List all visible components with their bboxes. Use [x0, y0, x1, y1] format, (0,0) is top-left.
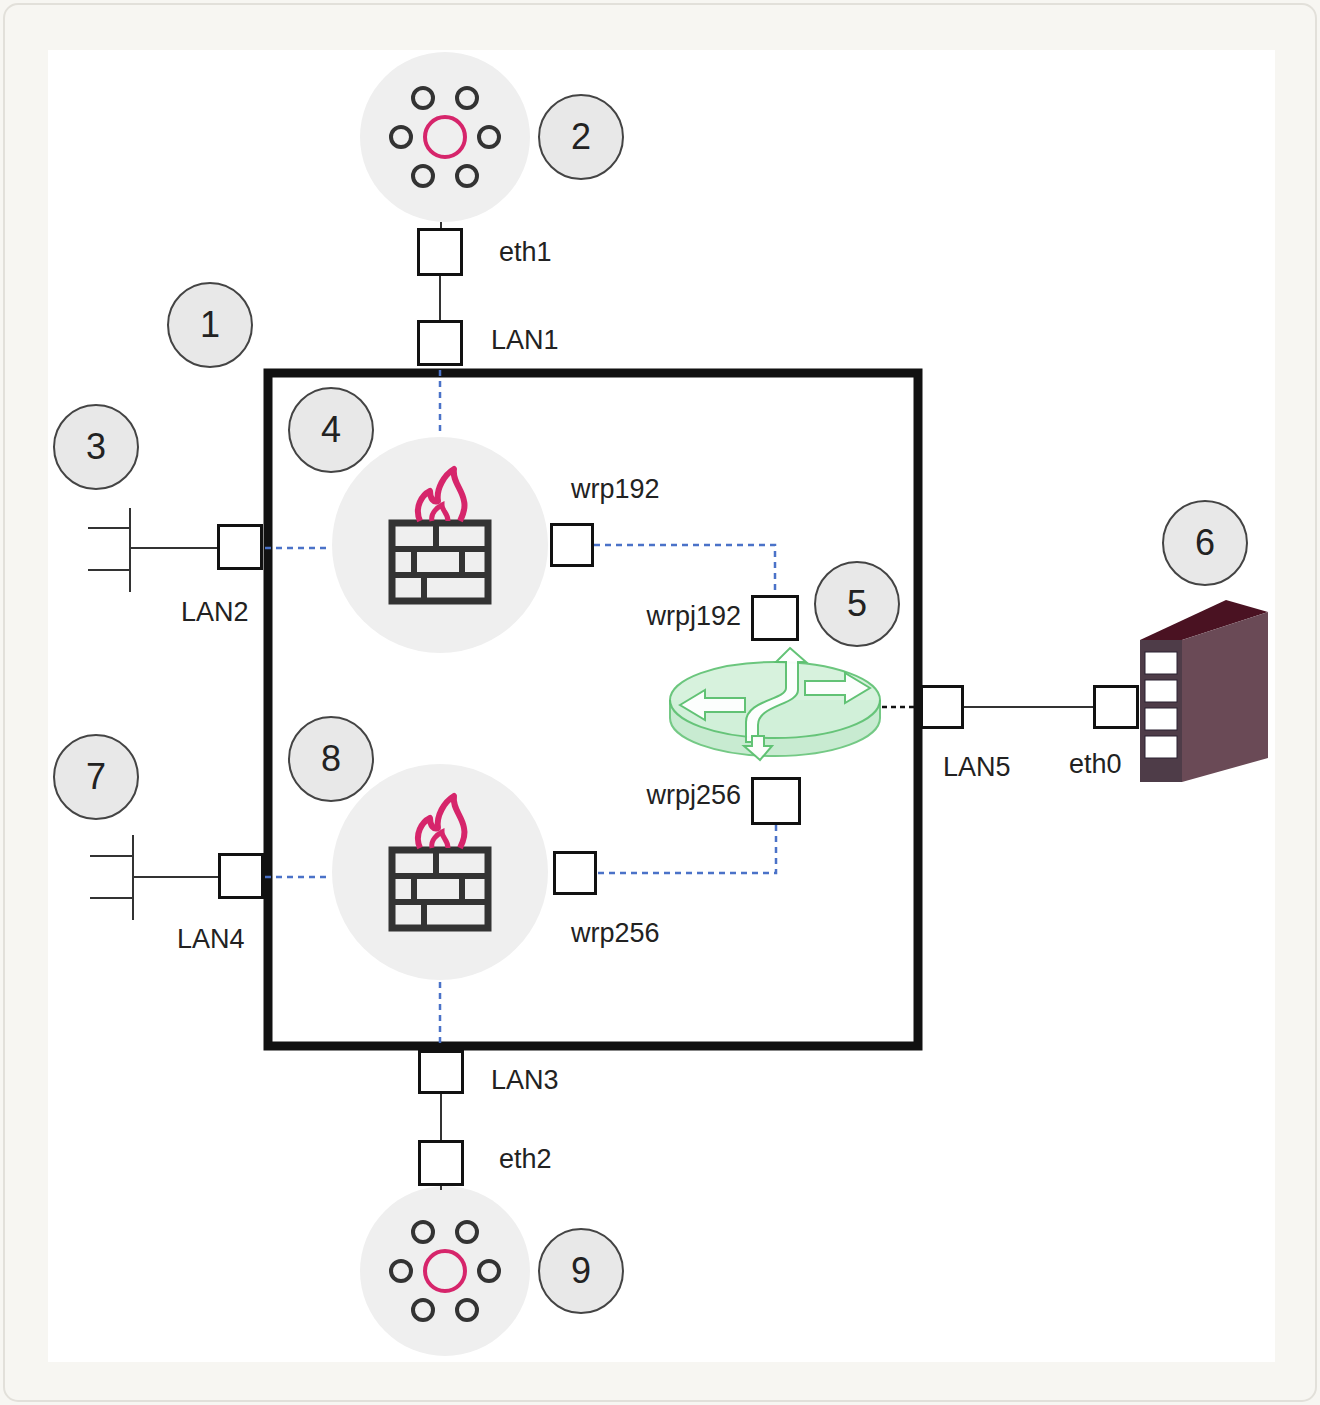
- virtual-link: [594, 545, 775, 595]
- callout-number: 5: [847, 586, 867, 622]
- port-label: wrp192: [571, 475, 660, 505]
- port-label: LAN4: [177, 925, 245, 955]
- virtual-link: [597, 825, 776, 873]
- port-label: eth2: [499, 1145, 552, 1175]
- port-box: eth2: [418, 1140, 464, 1186]
- callout-number: 7: [86, 759, 106, 795]
- port-label: LAN2: [181, 598, 249, 628]
- port-box: wrpj192: [751, 595, 799, 641]
- port-label: eth0: [1069, 750, 1122, 780]
- port-label: eth1: [499, 238, 552, 268]
- port-box: LAN4: [218, 853, 264, 899]
- port-box: wrp256: [553, 851, 597, 895]
- callout-number: 3: [86, 429, 106, 465]
- port-box: wrpj256: [751, 777, 801, 825]
- port-label: LAN3: [491, 1066, 559, 1096]
- cable: [440, 1094, 442, 1140]
- port-label: wrpj192: [646, 602, 741, 632]
- callout-number: 4: [321, 412, 341, 448]
- callout-number: 2: [571, 119, 591, 155]
- port-box: LAN1: [417, 320, 463, 366]
- port-label: wrpj256: [646, 781, 741, 811]
- callout-number: 6: [1195, 525, 1215, 561]
- port-label: LAN5: [943, 753, 1011, 783]
- port-label: LAN1: [491, 326, 559, 356]
- port-box: LAN3: [418, 1050, 464, 1094]
- port-box: LAN2: [217, 524, 263, 570]
- port-box: eth0: [1093, 685, 1139, 729]
- port-label: wrp256: [571, 919, 660, 949]
- callout-number: 9: [571, 1253, 591, 1289]
- port-box: eth1: [417, 228, 463, 276]
- cable: [439, 276, 441, 320]
- callout-number: 8: [321, 741, 341, 777]
- port-box: LAN5: [920, 685, 964, 729]
- callout-number: 1: [200, 307, 220, 343]
- port-box: wrp192: [550, 523, 594, 567]
- cable: [964, 706, 1093, 708]
